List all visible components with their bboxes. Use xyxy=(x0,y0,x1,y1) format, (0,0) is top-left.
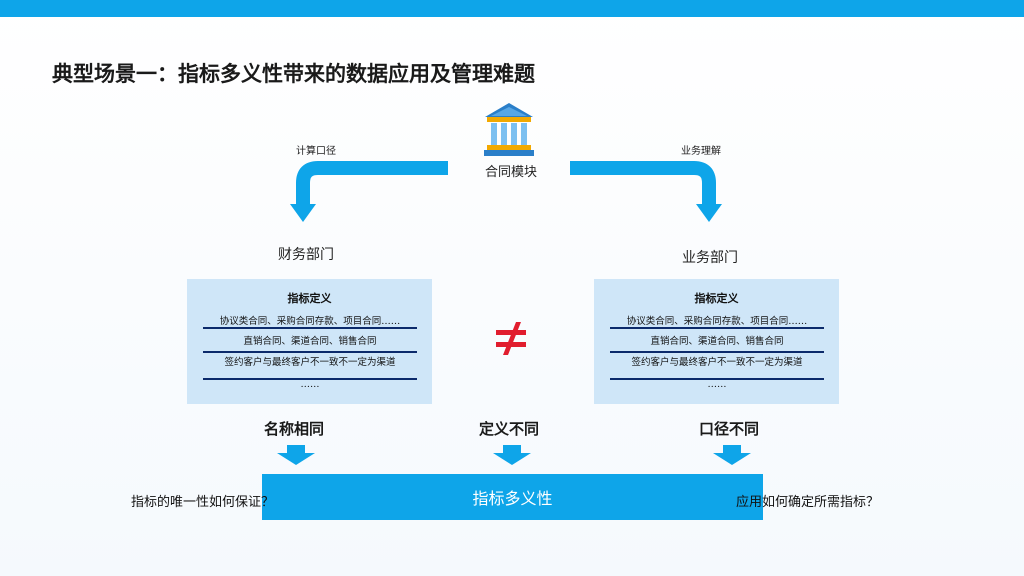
calc-caliber-label: 计算口径 xyxy=(296,146,336,157)
divider xyxy=(610,378,824,380)
definition-row: 协议类合同、采购合同存款、项目合同…… xyxy=(219,316,401,327)
divider xyxy=(203,378,417,380)
left-curved-arrow xyxy=(296,161,448,206)
down-arrow-icon xyxy=(713,445,751,465)
right-arrowhead xyxy=(696,204,722,222)
application-question: 应用如何确定所需指标？ xyxy=(736,495,880,510)
definition-row: 签约客户与最终客户不一致不一定为渠道 xyxy=(224,357,396,368)
business-dept-label: 业务部门 xyxy=(682,250,738,266)
down-arrow-icon xyxy=(277,445,315,465)
divider xyxy=(203,327,417,329)
divider xyxy=(610,351,824,353)
left-arrowhead xyxy=(290,204,316,222)
definition-row: 直销合同、渠道合同、销售合同 xyxy=(650,336,784,347)
divider xyxy=(203,351,417,353)
diff-caliber-label: 口径不同 xyxy=(699,420,760,438)
finance-dept-label: 财务部门 xyxy=(278,247,334,263)
top-accent-bar xyxy=(0,0,1024,17)
definition-row: …… xyxy=(707,379,727,390)
not-equal-symbol xyxy=(492,318,532,358)
right-curved-arrow xyxy=(570,161,716,206)
panel-title: 指标定义 xyxy=(694,292,739,305)
panel-title: 指标定义 xyxy=(287,292,332,305)
finance-definition-panel: 指标定义 协议类合同、采购合同存款、项目合同…… 直销合同、渠道合同、销售合同 … xyxy=(187,279,432,404)
business-definition-panel: 指标定义 协议类合同、采购合同存款、项目合同…… 直销合同、渠道合同、销售合同 … xyxy=(594,279,839,404)
uniqueness-question: 指标的唯一性如何保证？ xyxy=(131,495,275,510)
bank-building-icon xyxy=(483,101,535,157)
definition-row: 直销合同、渠道合同、销售合同 xyxy=(243,336,377,347)
definition-row: 签约客户与最终客户不一致不一定为渠道 xyxy=(631,357,803,368)
polysemy-bar: 指标多义性 xyxy=(262,474,763,520)
definition-row: …… xyxy=(300,379,320,390)
definition-row: 协议类合同、采购合同存款、项目合同…… xyxy=(626,316,808,327)
module-label: 合同模块 xyxy=(484,165,537,180)
down-arrow-icon xyxy=(493,445,531,465)
business-understanding-label: 业务理解 xyxy=(681,146,721,157)
divider xyxy=(610,327,824,329)
polysemy-label: 指标多义性 xyxy=(472,489,553,508)
same-name-label: 名称相同 xyxy=(264,420,325,438)
page-title: 典型场景一：指标多义性带来的数据应用及管理难题 xyxy=(52,61,535,86)
diff-definition-label: 定义不同 xyxy=(479,420,540,438)
